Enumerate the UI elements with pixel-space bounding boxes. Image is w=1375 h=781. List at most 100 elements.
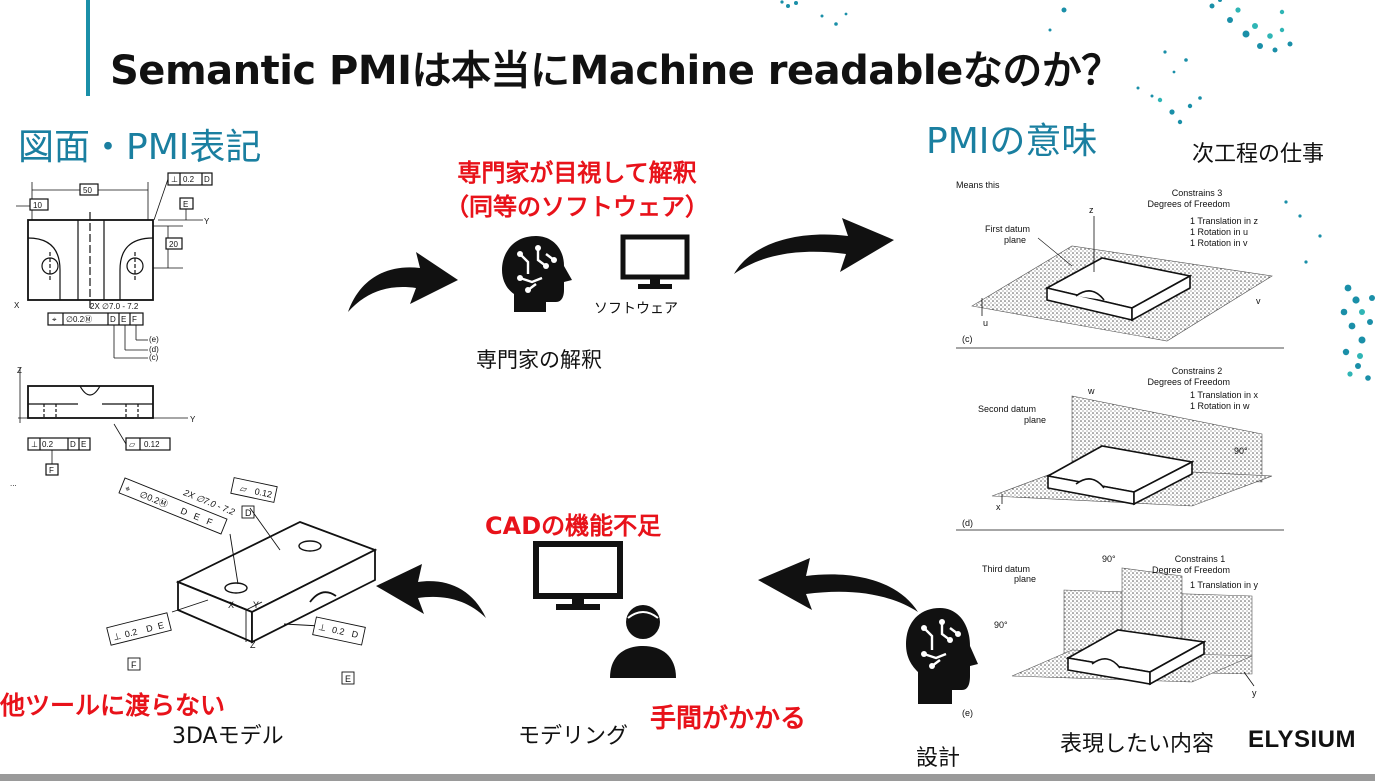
expert-brain-head-icon <box>502 236 572 312</box>
svg-text:Degrees of Freedom: Degrees of Freedom <box>1147 377 1230 387</box>
svg-text:1 Rotation in v: 1 Rotation in v <box>1190 238 1248 248</box>
arrow-to-meaning <box>734 218 894 274</box>
svg-text:0.2: 0.2 <box>42 440 54 449</box>
svg-text:20: 20 <box>169 240 178 249</box>
svg-text:D: D <box>145 623 154 634</box>
svg-text:z: z <box>1089 205 1094 215</box>
svg-text:X: X <box>14 301 20 310</box>
svg-text:Constrains 2: Constrains 2 <box>1172 366 1223 376</box>
expert-visual-interpretation-note: 専門家が目視して解釈 （同等のソフトウェア） <box>412 156 742 224</box>
svg-text:plane: plane <box>1014 574 1036 584</box>
expert-note-line1: 専門家が目視して解釈 <box>457 159 697 187</box>
designer-brain-head-icon <box>906 608 978 704</box>
svg-text:Z: Z <box>250 640 256 650</box>
modeling-label: モデリング <box>518 724 629 749</box>
meaning-panel-second-datum: Second datum plane Constrains 2 Degrees … <box>956 366 1284 531</box>
svg-text:0.2: 0.2 <box>124 627 139 640</box>
2d-pmi-drawing: 50 10 20 ⊥ 0.2 D E Y X 2X ∅7.0 - 7.2 ⌖ ∅… <box>10 172 213 488</box>
svg-text:F: F <box>132 315 137 324</box>
cad-shortfall-label: CADの機能不足 <box>485 512 662 540</box>
svg-text:Constrains 1: Constrains 1 <box>1175 554 1226 564</box>
svg-text:1 Translation in z: 1 Translation in z <box>1190 216 1259 226</box>
next-task-label: 次工程の仕事 <box>1192 142 1325 167</box>
svg-text:0.12: 0.12 <box>144 440 160 449</box>
svg-text:First datum: First datum <box>985 224 1030 234</box>
footer-bar <box>0 774 1375 781</box>
svg-text:⊥: ⊥ <box>317 622 327 633</box>
svg-text:Y: Y <box>190 415 196 424</box>
svg-text:1 Translation in x: 1 Translation in x <box>1190 390 1259 400</box>
svg-text:50: 50 <box>83 186 92 195</box>
svg-text:D: D <box>351 629 360 640</box>
svg-text:⊥: ⊥ <box>171 175 178 184</box>
svg-text:∅0.2Ⓜ: ∅0.2Ⓜ <box>66 315 92 324</box>
svg-text:(e): (e) <box>149 335 159 344</box>
cad-monitor-icon <box>533 541 623 610</box>
svg-text:Third datum: Third datum <box>982 564 1030 574</box>
svg-text:90°: 90° <box>1234 446 1248 456</box>
3da-model-label: 3DAモデル <box>172 724 284 749</box>
svg-text:D: D <box>110 315 116 324</box>
arrow-to-3da-model <box>376 564 486 618</box>
svg-text:v: v <box>1256 296 1261 306</box>
svg-text:▱: ▱ <box>239 483 248 494</box>
svg-text:x: x <box>996 502 1001 512</box>
expert-interpretation-caption: 専門家の解釈 <box>476 348 602 372</box>
svg-text:E: E <box>183 200 188 209</box>
decorative-dot-swirl <box>780 0 1375 381</box>
effort-required-label: 手間がかかる <box>650 704 807 734</box>
svg-text:⊥: ⊥ <box>112 631 122 643</box>
svg-text:Y: Y <box>204 217 210 226</box>
svg-text:y: y <box>1252 688 1257 698</box>
svg-text:D: D <box>70 440 76 449</box>
svg-text:Degree of Freedom: Degree of Freedom <box>1152 565 1230 575</box>
svg-text:E: E <box>345 674 351 684</box>
expert-note-line2: （同等のソフトウェア） <box>445 193 709 221</box>
3d-annotated-model: ▱ 0.12 D 2X ∅7.0 - 7.2 ⌖ ∅0.2Ⓜ D E F ⊥ 0… <box>106 477 378 685</box>
svg-text:⌖: ⌖ <box>123 483 131 494</box>
svg-text:F: F <box>205 516 214 528</box>
svg-text:(d): (d) <box>962 518 973 528</box>
svg-text:E: E <box>192 511 201 523</box>
svg-text:▱: ▱ <box>129 440 136 449</box>
svg-text:10: 10 <box>33 201 42 210</box>
svg-text:Constrains 3: Constrains 3 <box>1172 188 1223 198</box>
intended-content-label: 表現したい内容 <box>1060 732 1215 757</box>
svg-text:plane: plane <box>1024 415 1046 425</box>
svg-text:0.12: 0.12 <box>254 486 273 499</box>
svg-text:D: D <box>204 175 210 184</box>
svg-text:E: E <box>81 440 86 449</box>
svg-text:Means this: Means this <box>956 180 1000 190</box>
software-monitor-icon <box>620 234 690 289</box>
elysium-logo: ELYSIUM <box>1248 726 1356 753</box>
not-passed-to-other-tools-label: 他ツールに渡らない <box>0 691 226 720</box>
svg-text:E: E <box>157 620 165 631</box>
svg-text:1 Translation in y: 1 Translation in y <box>1190 580 1259 590</box>
svg-text:Y: Y <box>253 600 259 610</box>
svg-text:(d): (d) <box>149 345 159 354</box>
design-label: 設計 <box>916 746 961 771</box>
svg-text:⌖: ⌖ <box>52 315 57 324</box>
drawing-pmi-section-title: 図面・PMI表記 <box>18 127 262 168</box>
meaning-panel-third-datum: Third datum plane Constrains 1 Degree of… <box>962 554 1259 718</box>
svg-text:0.2: 0.2 <box>183 175 195 184</box>
svg-text:F: F <box>49 466 54 475</box>
software-label: ソフトウェア <box>594 301 678 317</box>
svg-text:1 Rotation in u: 1 Rotation in u <box>1190 227 1248 237</box>
datum-meaning-panels: Means this First datum plane Constrains … <box>956 180 1284 718</box>
svg-text:1 Rotation in w: 1 Rotation in w <box>1190 401 1250 411</box>
svg-text:90°: 90° <box>994 620 1008 630</box>
svg-text:0.2: 0.2 <box>331 625 345 637</box>
meaning-panel-first-datum: First datum plane Constrains 3 Degrees o… <box>956 188 1284 349</box>
svg-text:2X ∅7.0 - 7.2: 2X ∅7.0 - 7.2 <box>90 302 139 311</box>
svg-text:D: D <box>179 506 189 518</box>
svg-text:plane: plane <box>1004 235 1026 245</box>
svg-text:F: F <box>131 660 137 670</box>
svg-text:(e): (e) <box>962 708 973 718</box>
svg-text:⊥: ⊥ <box>31 440 38 449</box>
svg-text:E: E <box>121 315 126 324</box>
arrow-from-design <box>758 558 918 612</box>
svg-text:u: u <box>983 318 988 328</box>
svg-text:Second datum: Second datum <box>978 404 1036 414</box>
title-accent-bar <box>86 0 90 96</box>
